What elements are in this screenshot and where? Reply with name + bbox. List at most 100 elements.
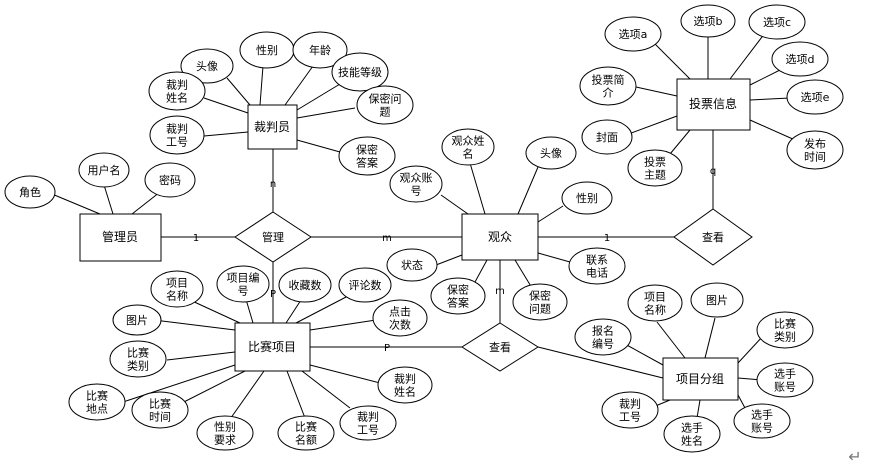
attribute-aud-question: 保密问题 [512, 283, 568, 321]
attribute-vote-b: 选项b [680, 4, 736, 38]
attribute-proj-no: 项目编号 [216, 265, 270, 303]
attribute-label: 比赛类别 [774, 317, 796, 344]
attribute-aud-phone: 联系电话 [568, 247, 626, 285]
card-referee-manage: n [270, 179, 276, 190]
entity-group: 项目分组 [662, 357, 739, 401]
attribute-proj-category: 比赛类别 [109, 340, 167, 378]
attribute-oval [278, 267, 332, 303]
entity-label: 项目分组 [676, 372, 724, 386]
attribute-oval [680, 4, 736, 38]
attribute-admin-role: 角色 [4, 175, 56, 209]
attribute-ref-no: 裁判工号 [149, 115, 205, 155]
cardinality-labels: 1 n m P 1 q m P [193, 166, 716, 354]
card-project-manage: P [270, 289, 276, 300]
attribute-grp-image: 图片 [690, 282, 744, 318]
attribute-oval [574, 318, 632, 356]
attribute-label: 封面 [596, 130, 618, 144]
attribute-oval [525, 136, 577, 170]
attribute-proj-name: 项目名称 [150, 270, 204, 308]
attribute-label: 性别 [576, 191, 598, 205]
attribute-oval [331, 52, 389, 92]
entity-label: 比赛项目 [248, 339, 296, 354]
attribute-proj-quota: 比赛名额 [277, 415, 335, 451]
attribute-ref-question: 保密问题 [356, 85, 414, 125]
attribute-grp-category: 比赛类别 [756, 311, 814, 349]
card-project-view: P [384, 343, 390, 354]
attribute-proj-fav: 收藏数 [278, 267, 332, 303]
relationship-manage: 管理 [234, 211, 312, 263]
attribute-oval [377, 366, 433, 404]
card-audience-manage: m [382, 233, 392, 244]
attribute-label: 收藏数 [289, 278, 322, 292]
attribute-vote-a: 选项a [604, 16, 662, 52]
attribute-label: 选项b [694, 15, 723, 28]
attribute-oval [690, 282, 744, 318]
attribute-label: 选项e [801, 91, 830, 104]
attribute-oval [78, 152, 130, 188]
attribute-oval [338, 267, 392, 303]
attribute-label: 保密问题 [529, 289, 551, 316]
attribute-grp-player-acc2: 选手账号 [733, 403, 791, 439]
attribute-oval [4, 175, 56, 209]
attribute-label: 裁判工号 [357, 411, 379, 437]
entity-label: 投票信息 [689, 96, 737, 111]
attribute-vote-theme: 投票主题 [627, 149, 683, 187]
relationship-label: 查看 [702, 230, 724, 244]
entity-admin: 管理员 [79, 213, 162, 262]
attribute-oval [339, 405, 397, 441]
relationship-label: 管理 [262, 230, 284, 244]
attribute-oval [149, 115, 205, 155]
card-audience-vote: 1 [604, 233, 610, 244]
relationship-view-project: 查看 [461, 322, 539, 372]
attribute-ref-gender: 性别 [239, 31, 295, 69]
attribute-ref-skill: 技能等级 [331, 52, 389, 92]
relationship-view-vote: 查看 [673, 208, 753, 266]
attribute-aud-status: 状态 [386, 248, 438, 282]
attribute-admin-password: 密码 [144, 162, 196, 198]
attribute-label: 报名编号 [592, 324, 614, 351]
attribute-oval [663, 415, 721, 453]
attribute-label: 点击次数 [389, 306, 411, 332]
attribute-oval [756, 311, 814, 349]
attribute-label: 裁判工号 [166, 123, 188, 149]
card-audience-view: m [495, 286, 505, 297]
attribute-oval [148, 71, 206, 111]
attribute-label: 图片 [126, 314, 148, 327]
attribute-oval [771, 41, 829, 77]
attribute-label: 用户名 [88, 163, 121, 177]
attribute-admin-username: 用户名 [78, 152, 130, 188]
attribute-label: 选手账号 [774, 367, 796, 394]
attribute-label: 比赛地点 [86, 389, 108, 416]
attribute-vote-e: 选项e [786, 79, 844, 115]
attribute-proj-gender: 性别要求 [196, 415, 254, 451]
attribute-oval [180, 48, 234, 84]
attribute-aud-answer: 保密答案 [430, 277, 486, 315]
entity-label: 管理员 [102, 229, 138, 244]
attribute-oval [512, 283, 568, 321]
attribute-aud-gender: 性别 [561, 181, 613, 215]
attribute-oval [109, 340, 167, 378]
attribute-label: 选项a [619, 28, 648, 41]
attribute-oval [389, 165, 443, 203]
attribute-label: 选手账号 [751, 408, 773, 435]
attribute-aud-account: 观众账号 [389, 165, 443, 203]
attribute-ref-answer: 保密答案 [338, 136, 396, 176]
attribute-ref-age: 年龄 [292, 31, 348, 69]
attribute-label: 性别要求 [214, 420, 236, 447]
attribute-proj-location: 比赛地点 [68, 383, 126, 421]
card-admin-manage: 1 [193, 233, 199, 244]
attribute-vote-cover: 封面 [581, 119, 633, 155]
relationship-label: 查看 [489, 340, 511, 354]
attribute-label: 选手姓名 [681, 421, 703, 448]
attribute-oval [112, 304, 162, 336]
entity-label: 观众 [488, 230, 512, 244]
attribute-label: 项目名称 [644, 291, 666, 317]
attribute-label: 发布时间 [804, 137, 826, 164]
attribute-grp-player-acc1: 选手账号 [756, 362, 814, 398]
attribute-label: 比赛类别 [127, 346, 149, 373]
attribute-label: 选项c [763, 16, 791, 29]
attribute-label: 裁判姓名 [166, 79, 188, 105]
attribute-label: 联系电话 [586, 254, 608, 280]
attribute-label: 裁判工号 [619, 398, 641, 424]
